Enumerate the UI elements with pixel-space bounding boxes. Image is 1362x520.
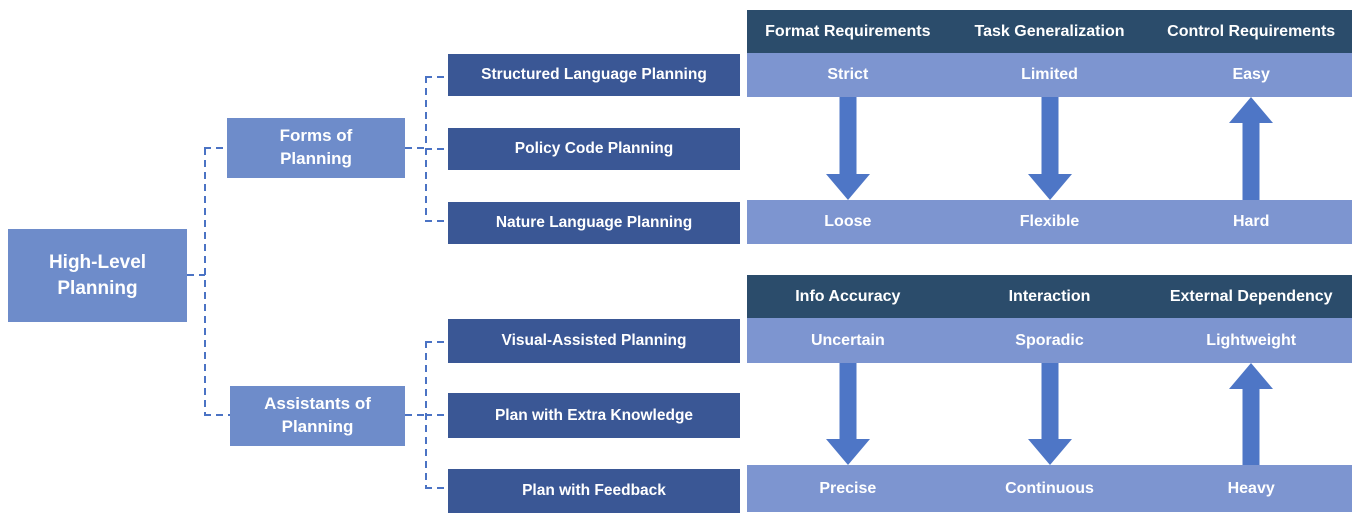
node-plan-with-extra-knowledge: Plan with Extra Knowledge xyxy=(448,393,740,438)
value-cell-loose: Loose xyxy=(824,213,872,230)
table-bottom-value-row: Loose Flexible Hard xyxy=(747,200,1352,244)
arrow-down-icon xyxy=(825,97,870,200)
attribute-table-assistants: Info Accuracy Interaction External Depen… xyxy=(747,275,1352,512)
value-cell-precise: Precise xyxy=(819,479,877,497)
connector-line xyxy=(187,274,205,276)
value-cell-flexible: Flexible xyxy=(1019,213,1080,230)
connector-line xyxy=(405,414,425,416)
value-cell-heavy: Heavy xyxy=(1227,479,1275,497)
header-cell-external-dependency: External Dependency xyxy=(1169,287,1333,305)
connector-line xyxy=(425,414,448,416)
table-header-row: Info Accuracy Interaction External Depen… xyxy=(747,275,1352,318)
connector-line xyxy=(405,147,425,149)
table-top-value-row: Strict Limited Easy xyxy=(747,53,1352,97)
connector-line xyxy=(425,76,448,78)
arrow-row xyxy=(747,363,1352,465)
table-top-value-row: Uncertain Sporadic Lightweight xyxy=(747,318,1352,363)
connector-line xyxy=(425,220,448,222)
node-visual-assisted-planning: Visual-Assisted Planning xyxy=(448,319,740,363)
node-plan-with-feedback: Plan with Feedback xyxy=(448,469,740,513)
node-policy-code-planning: Policy Code Planning xyxy=(448,128,740,170)
connector-line xyxy=(425,341,448,343)
arrow-down-icon xyxy=(1027,97,1072,200)
value-cell-sporadic: Sporadic xyxy=(1015,331,1084,349)
node-assistants-of-planning: Assistants of Planning xyxy=(230,386,405,446)
table-bottom-value-row: Precise Continuous Heavy xyxy=(747,465,1352,512)
value-cell-hard: Hard xyxy=(1232,213,1270,230)
header-cell-task-generalization: Task Generalization xyxy=(974,22,1125,40)
node-forms-of-planning: Forms of Planning xyxy=(227,118,405,178)
table-header-row: Format Requirements Task Generalization … xyxy=(747,10,1352,53)
header-cell-control-requirements: Control Requirements xyxy=(1167,22,1336,40)
value-cell-lightweight: Lightweight xyxy=(1206,331,1297,349)
node-structured-language-planning: Structured Language Planning xyxy=(448,54,740,96)
connector-line xyxy=(425,487,448,489)
connector-line xyxy=(425,148,448,150)
node-high-level-planning: High-Level Planning xyxy=(8,229,187,322)
node-nature-language-planning: Nature Language Planning xyxy=(448,202,740,244)
connector-line xyxy=(204,414,230,416)
value-cell-easy: Easy xyxy=(1232,66,1270,83)
arrow-row xyxy=(747,97,1352,200)
value-cell-continuous: Continuous xyxy=(1005,479,1094,497)
connector-line xyxy=(204,148,206,415)
arrow-down-icon xyxy=(1027,363,1072,465)
connector-line xyxy=(204,147,227,149)
arrow-up-icon xyxy=(1229,363,1274,465)
attribute-table-forms: Format Requirements Task Generalization … xyxy=(747,10,1352,244)
header-cell-interaction: Interaction xyxy=(1008,287,1091,305)
value-cell-uncertain: Uncertain xyxy=(810,331,885,349)
value-cell-limited: Limited xyxy=(1021,66,1078,83)
arrow-down-icon xyxy=(825,363,870,465)
value-cell-strict: Strict xyxy=(827,66,869,83)
arrow-up-icon xyxy=(1229,97,1274,200)
header-cell-format-requirements: Format Requirements xyxy=(765,22,931,40)
header-cell-info-accuracy: Info Accuracy xyxy=(795,287,901,305)
